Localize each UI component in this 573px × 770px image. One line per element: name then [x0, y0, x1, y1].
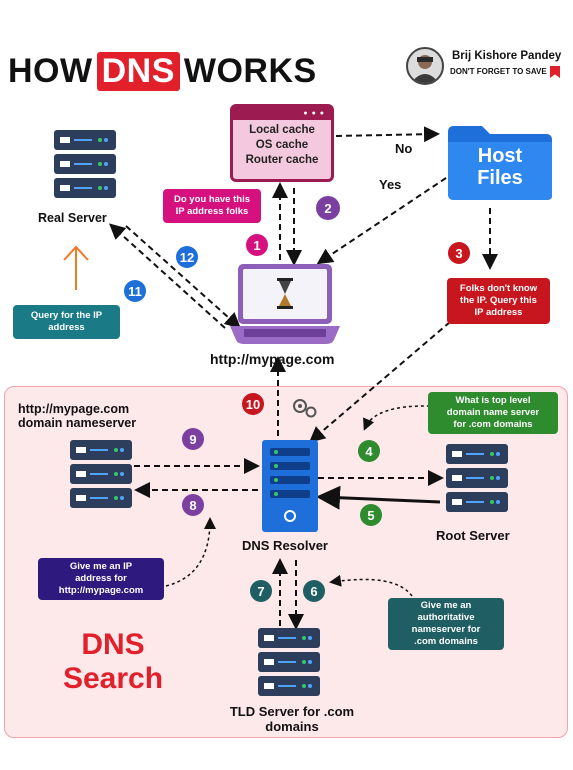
- callout-giveip-line3: http://mypage.com: [58, 585, 144, 596]
- step-7-badge: 7: [250, 580, 272, 602]
- real-server-icon: [54, 130, 116, 198]
- host-files-label: Host Files: [446, 145, 554, 189]
- tld-server-label: TLD Server for .com domains: [212, 704, 372, 734]
- tld-line1: TLD Server for .com: [229, 704, 355, 719]
- root-server-label: Root Server: [436, 528, 510, 543]
- callout-giveip-line2: address for: [75, 573, 127, 584]
- dns-search-line1: DNS: [81, 628, 145, 661]
- folder-icon: [448, 126, 552, 200]
- callout-folks-line3: IP address: [474, 307, 523, 318]
- nameserver-server-icon: [70, 440, 132, 508]
- yes-label: Yes: [379, 177, 402, 192]
- author-tagline: DON'T FORGET TO SAVE: [450, 67, 547, 76]
- window-titlebar: [233, 107, 331, 120]
- resolver-label: DNS Resolver: [242, 538, 328, 553]
- real-server-label: Real Server: [38, 211, 107, 225]
- step-2-badge: 2: [316, 196, 340, 220]
- dns-search-line2: Search: [62, 662, 164, 695]
- step-5-badge: 5: [360, 504, 382, 526]
- tld-server-icon: [258, 628, 320, 696]
- step-1-badge: 1: [246, 234, 268, 256]
- callout-query-line2: address: [48, 322, 85, 333]
- callout-giveip-line1: Give me an IP: [69, 561, 133, 572]
- step-4-badge: 4: [358, 440, 380, 462]
- step-6-badge: 6: [303, 580, 325, 602]
- callout-folks-line2: the IP. Query this: [460, 295, 537, 306]
- title-works: WORKS: [183, 52, 317, 90]
- tld-line2: domains: [265, 719, 319, 734]
- dns-search-title: DNS Search: [54, 628, 172, 696]
- callout-auth-line4: .com domains: [414, 636, 478, 647]
- title-how: HOW: [8, 52, 93, 90]
- cache-line-router: Router cache: [245, 154, 319, 166]
- gear-icon: [293, 399, 317, 418]
- local-cache-window: ● ● ● Local cache OS cache Router cache: [230, 104, 334, 182]
- no-label: No: [395, 141, 413, 156]
- step-3-badge: 3: [448, 242, 470, 264]
- callout-tld-line1: What is top level: [455, 395, 531, 406]
- hourglass-icon: [277, 278, 293, 309]
- cache-line-local: Local cache: [249, 124, 315, 136]
- window-dots-icon: ● ● ●: [303, 110, 325, 117]
- page-title: HOW DNS WORKS: [8, 52, 317, 91]
- step-10-badge: 10: [242, 393, 264, 415]
- nameserver-line1: http://mypage.com: [18, 402, 130, 416]
- author-name: Brij Kishore Pandey: [452, 50, 562, 62]
- callout-folks-line1: Folks don't know: [459, 283, 538, 294]
- callout-tld-line3: for .com domains: [453, 419, 533, 430]
- nameserver-line2: domain nameserver: [18, 416, 137, 430]
- callout-tld-line2: domain name server: [446, 407, 540, 418]
- callout-query-line1: Query for the IP: [30, 310, 103, 321]
- step-8-badge: 8: [182, 494, 204, 516]
- nameserver-label: http://mypage.com domain nameserver: [18, 402, 136, 430]
- dns-resolver-icon: [262, 440, 318, 532]
- step-9-badge: 9: [182, 428, 204, 450]
- callout-auth-line2: authoritative: [417, 612, 475, 623]
- cache-line-os: OS cache: [255, 139, 309, 151]
- laptop-url-label: http://mypage.com: [210, 351, 335, 367]
- root-server-icon: [446, 444, 508, 512]
- step-12-badge: 12: [176, 246, 198, 268]
- bookmark-icon: [550, 66, 560, 78]
- callout-auth-line1: Give me an: [420, 600, 472, 611]
- step-11-badge: 11: [124, 280, 146, 302]
- host-files-line1: Host: [477, 145, 523, 167]
- callout-auth-line3: nameserver for: [411, 624, 481, 635]
- callout-ask-cache-line1: Do you have this: [173, 194, 250, 205]
- callout-ask-cache-line2: IP address folks: [175, 206, 249, 217]
- laptop-icon: [230, 264, 340, 344]
- host-files-line2: Files: [477, 167, 523, 189]
- avatar-icon: [406, 47, 444, 85]
- title-dns: DNS: [96, 52, 180, 91]
